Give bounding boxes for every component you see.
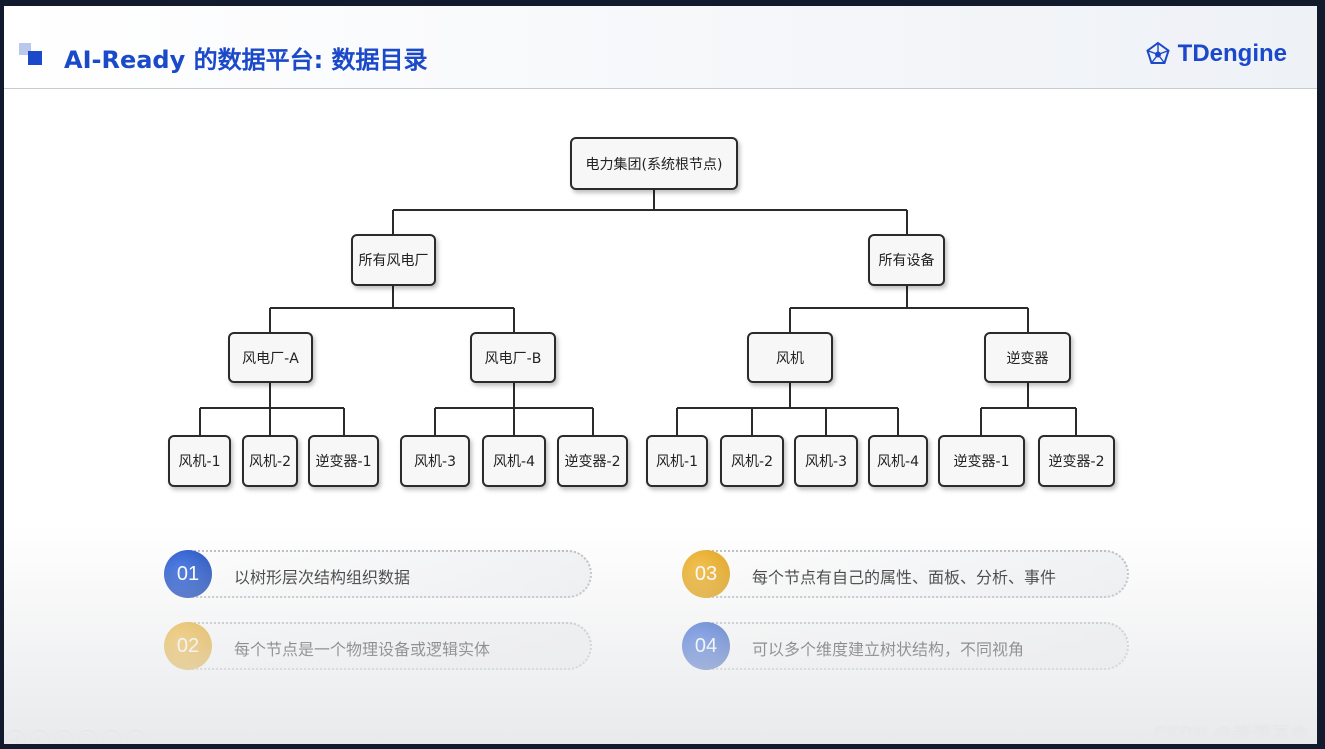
key-point-03: 03 每个节点有自己的属性、面板、分析、事件 (682, 550, 1129, 598)
watermark: CSDN @能源革命 (1153, 724, 1309, 744)
zoom-icon[interactable]: ⌕ (102, 730, 121, 744)
point-number-badge: 01 (164, 550, 212, 598)
tree-leaf-node: 风机-2 (720, 435, 784, 487)
tree-leaf-node: 逆变器-2 (1038, 435, 1115, 487)
point-text: 以树形层次结构组织数据 (234, 568, 411, 587)
tree-leaf-node: 风机-4 (868, 435, 928, 487)
tree-leaf-node: 风机-1 (168, 435, 231, 487)
key-point-01: 01 以树形层次结构组织数据 (164, 550, 592, 598)
more-icon[interactable]: ⋯ (126, 730, 145, 744)
tree-node-all-devices: 所有设备 (868, 234, 945, 286)
point-text: 每个节点是一个物理设备或逻辑实体 (234, 640, 491, 659)
tree-leaf-node: 风机-3 (794, 435, 858, 487)
tree-node-turbines: 风机 (747, 332, 833, 383)
title-mark-dark (28, 51, 42, 65)
pen-icon[interactable]: ✎ (54, 730, 73, 744)
tree-node-wind-farm-b: 风电厂-B (470, 332, 556, 383)
slide: AI-Ready 的数据平台: 数据目录 TDengine (4, 6, 1317, 744)
tree-leaf-node: 逆变器-2 (557, 435, 628, 487)
previous-icon[interactable]: ◂ (6, 730, 25, 744)
key-point-04: 04 可以多个维度建立树状结构，不同视角 (682, 622, 1129, 670)
tree-node-wind-farm-a: 风电厂-A (228, 332, 313, 383)
point-text: 每个节点有自己的属性、面板、分析、事件 (752, 568, 1057, 587)
tree-node-inverters: 逆变器 (984, 332, 1071, 383)
brand: TDengine (1144, 40, 1287, 68)
next-icon[interactable]: ▸ (30, 730, 49, 744)
point-text: 可以多个维度建立树状结构，不同视角 (752, 640, 1025, 659)
point-number-badge: 04 (682, 622, 730, 670)
tree-leaf-node: 风机-2 (242, 435, 298, 487)
tree-node-all-wind-farms: 所有风电厂 (351, 234, 436, 286)
key-point-02: 02 每个节点是一个物理设备或逻辑实体 (164, 622, 592, 670)
presentation-controls: ◂ ▸ ✎ ❐ ⌕ ⋯ (6, 730, 145, 744)
tree-leaf-node: 风机-1 (646, 435, 708, 487)
brand-name: TDengine (1177, 40, 1287, 67)
point-number-badge: 03 (682, 550, 730, 598)
tree-leaf-node: 风机-4 (482, 435, 546, 487)
point-number-badge: 02 (164, 622, 212, 670)
tree-node-root: 电力集团(系统根节点) (570, 137, 738, 190)
copy-icon[interactable]: ❐ (78, 730, 97, 744)
title-bar: AI-Ready 的数据平台: 数据目录 TDengine (4, 6, 1317, 89)
tdengine-logo-icon (1145, 41, 1170, 64)
tree-leaf-node: 逆变器-1 (938, 435, 1025, 487)
tree-leaf-node: 逆变器-1 (308, 435, 379, 487)
tree-leaf-node: 风机-3 (400, 435, 470, 487)
page-title: AI-Ready 的数据平台: 数据目录 (64, 46, 428, 74)
